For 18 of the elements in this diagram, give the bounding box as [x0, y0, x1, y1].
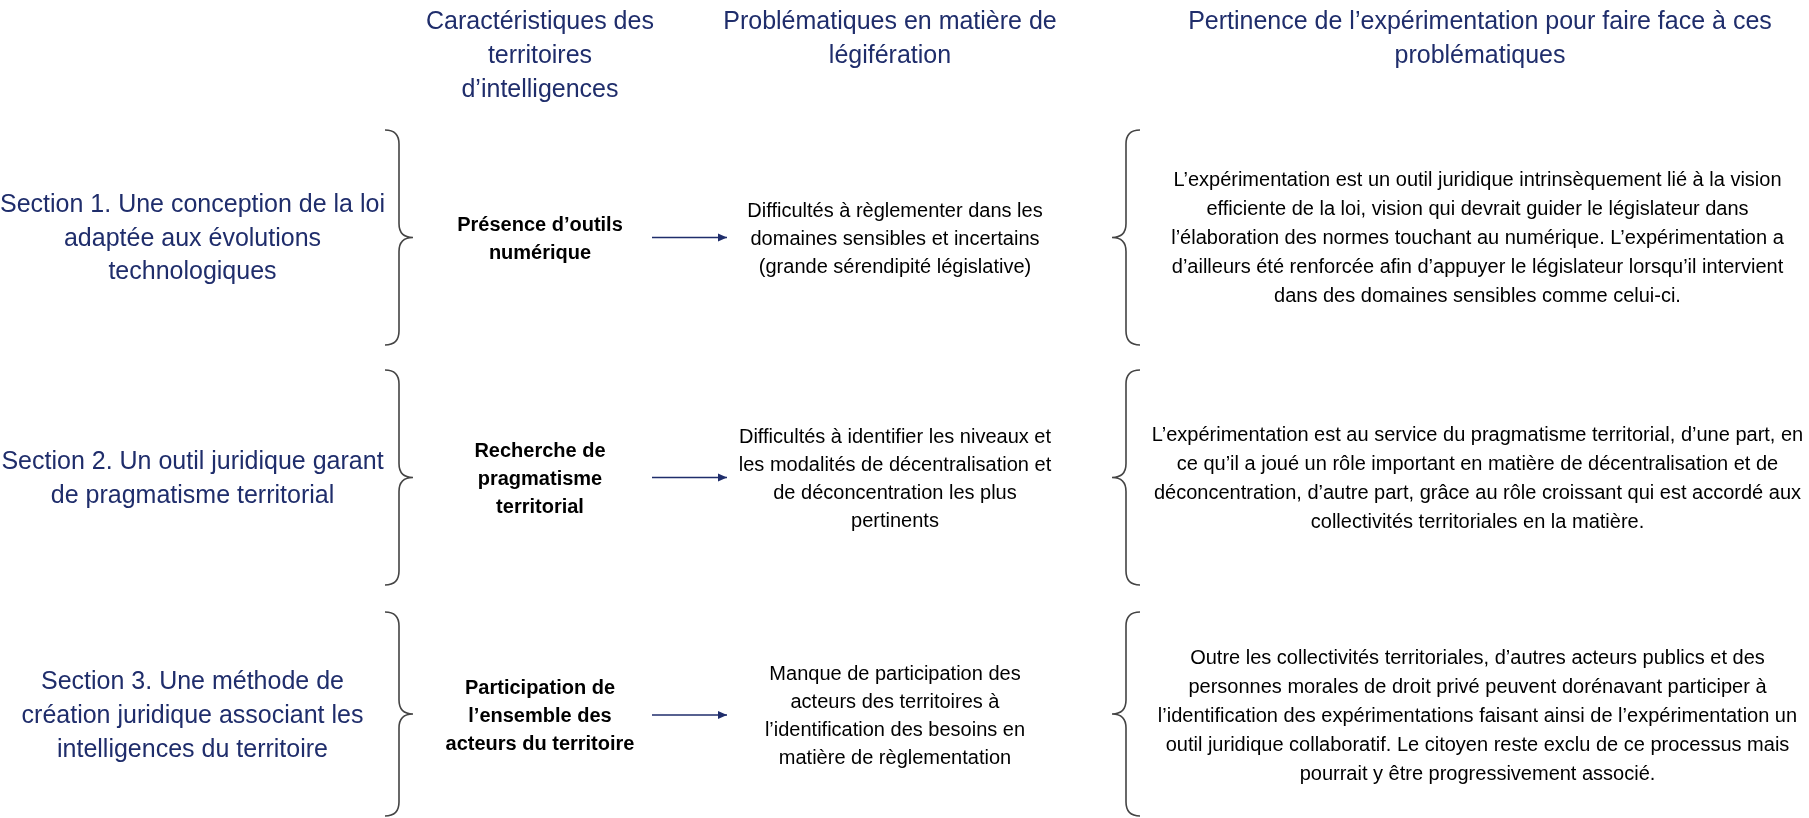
column-heading: Problématiques en matière de légifération [722, 5, 1058, 70]
relevance-text: L’expérimentation est un outil juridique intrinsèquement lié à la vision efficiente de la loi, vision qui devrait guider le législateur dans l’élaboration des normes touchant au numérique. L’expérimentation a d’ailleurs été renforcée afin d’appuyer le législateur lorsqu’il intervient dans des domaines sensibles comme celui-ci. [1170, 167, 1785, 308]
characteristic-text: Présence d’outils numérique [456, 211, 624, 265]
problem-text: Difficultés à règlementer dans les domaines sensibles et incertains (grande sérendipité législative) [746, 197, 1044, 279]
relevance-text: L’expérimentation est au service du pragmatisme territorial, d’une part, en ce qu’il a joué un rôle important en matière de décentralisation et de déconcentration, d’autre part, grâce au rôle croissant qui est accordé aux collectivités territoriales en la matière. [1150, 421, 1805, 534]
relevance-text: Outre les collectivités territoriales, d’autres acteurs publics et des personnes morales de droit privé peuvent dorénavant participer à l’identification des expérimentations faisant ainsi de l’expérimentation un outil juridique collaboratif. Le citoyen reste exclu de ce processus mais pourrait y être progressivement associé. [1156, 644, 1799, 786]
section-title: Section 3. Une méthode de création juridique associant les intelligences du territoire [20, 665, 365, 764]
arrow [651, 473, 728, 482]
section-title: Section 2. Un outil juridique garant de pragmatisme territorial [0, 444, 385, 510]
column-heading: Caractéristiques des territoires d’intelligences [425, 5, 655, 104]
arrow [651, 711, 728, 719]
section-title: Section 1. Une conception de la loi adaptée aux évolutions technologiques [0, 187, 385, 287]
characteristic-text: Participation de l’ensemble des acteurs du territoire [444, 675, 636, 756]
arrow [651, 233, 728, 242]
problem-text: Difficultés à identifier les niveaux et les modalités de décentralisation et de déconcentration les plus pertinents [737, 423, 1053, 533]
characteristic-text: Recherche de pragmatisme territorial [473, 437, 607, 519]
problem-text: Manque de participation des acteurs des territoires à l’identification des besoins en matière de règlementation [763, 661, 1027, 770]
column-heading: Pertinence de l’expérimentation pour faire face à ces problématiques [1187, 5, 1773, 70]
